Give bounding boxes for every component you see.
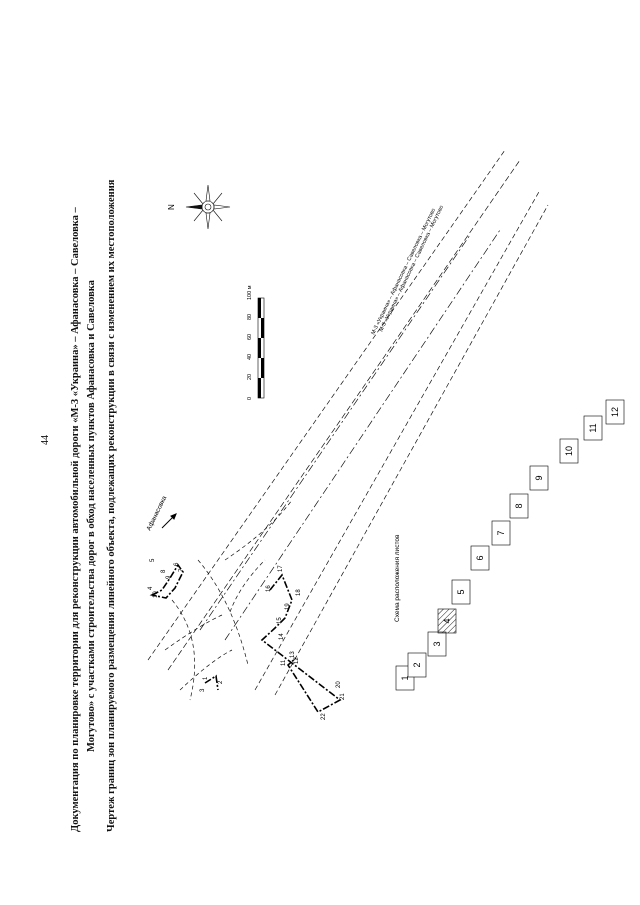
- sheet-tile-label: 9: [534, 475, 544, 480]
- boundary-point-3: 3: [200, 688, 206, 692]
- road-label-upper: М-3 «Украина» – Афанасовка – Савеловка –…: [370, 208, 437, 336]
- scale-tick-label: 60: [247, 334, 253, 340]
- boundary-point-13: 13: [290, 651, 296, 658]
- boundary-point-9: 9: [166, 575, 172, 579]
- road-label: М-3 «Украина» – Афанасовка – Савеловка –…: [378, 205, 445, 333]
- sheet-tile-label: 4: [442, 618, 452, 623]
- sheet-tile-label: 10: [564, 446, 574, 456]
- north-label: N: [167, 204, 176, 210]
- sheet-tile-label: 11: [588, 423, 598, 432]
- sheet-tile-3: 3: [427, 631, 447, 657]
- sheet-tile-8: 8: [509, 493, 529, 519]
- sheet-tile-label: 12: [610, 407, 620, 417]
- boundary-point-7: 7: [179, 568, 185, 572]
- boundary-point-19: 19: [285, 603, 291, 610]
- scale-tick-label: 20: [247, 374, 253, 380]
- sheet-tile-6: 6: [470, 545, 490, 571]
- sheet-tile-label: 3: [432, 641, 442, 646]
- boundary-point-20: 20: [336, 681, 342, 688]
- boundary-point-4: 4: [148, 586, 154, 590]
- sheet-tile-12: 12: [605, 399, 625, 425]
- sheet-tile-11: 11: [583, 415, 603, 441]
- boundary-point-18: 18: [296, 589, 302, 596]
- sheet-tile-label: 2: [412, 662, 422, 667]
- sheet-tile-label: 5: [456, 589, 466, 594]
- scale-tick-label: 100 м: [247, 285, 253, 300]
- boundary-point-22: 22: [321, 713, 327, 720]
- boundary-point-15: 15: [277, 617, 283, 624]
- zone-boundary: [149, 563, 342, 714]
- sheet-tile-10: 10: [559, 438, 579, 464]
- boundary-point-8: 8: [161, 569, 167, 573]
- scale-tick-labels: 0 20 40 60 80 100 м: [247, 285, 253, 400]
- boundary-point-16: 16: [266, 585, 272, 592]
- boundary-point-17: 17: [278, 565, 284, 572]
- boundary-point-14: 14: [279, 633, 285, 640]
- boundary-point-10: 10: [153, 591, 159, 598]
- boundary-point-5: 5: [150, 558, 156, 562]
- direction-label: Афанасовка: [146, 495, 169, 532]
- scale-tick-label: 40: [247, 354, 253, 360]
- scale-tick-label: 80: [247, 314, 253, 320]
- sheet-tile-5: 5: [451, 579, 471, 605]
- sheet-tile-4: 4: [437, 608, 457, 634]
- boundary-point-12: 12: [294, 657, 300, 664]
- sheet-tile-label: 7: [496, 530, 506, 535]
- side-road: [164, 499, 293, 701]
- boundary-point-6: 6: [174, 562, 180, 566]
- sheet-tile-label: 6: [475, 555, 485, 560]
- scale-bar: [257, 297, 265, 399]
- sheet-tile-2: 2: [407, 652, 427, 678]
- sheet-tile-label: 8: [514, 503, 524, 508]
- sheet-tile-9: 9: [529, 465, 549, 491]
- scale-tick-label: 0: [247, 397, 253, 400]
- main-road: [147, 149, 549, 696]
- sheet-tile-7: 7: [491, 520, 511, 546]
- sheet-tile-label: 1: [400, 675, 410, 680]
- boundary-point-21: 21: [340, 693, 346, 700]
- north-arrow-icon: [185, 184, 231, 230]
- direction-arrow-icon: [161, 513, 177, 529]
- sheet-scheme-title: Схема расположения листов: [394, 534, 401, 622]
- boundary-point-2: 2: [218, 680, 224, 684]
- boundary-point-1: 1: [203, 676, 209, 680]
- boundary-point-11: 11: [281, 659, 287, 666]
